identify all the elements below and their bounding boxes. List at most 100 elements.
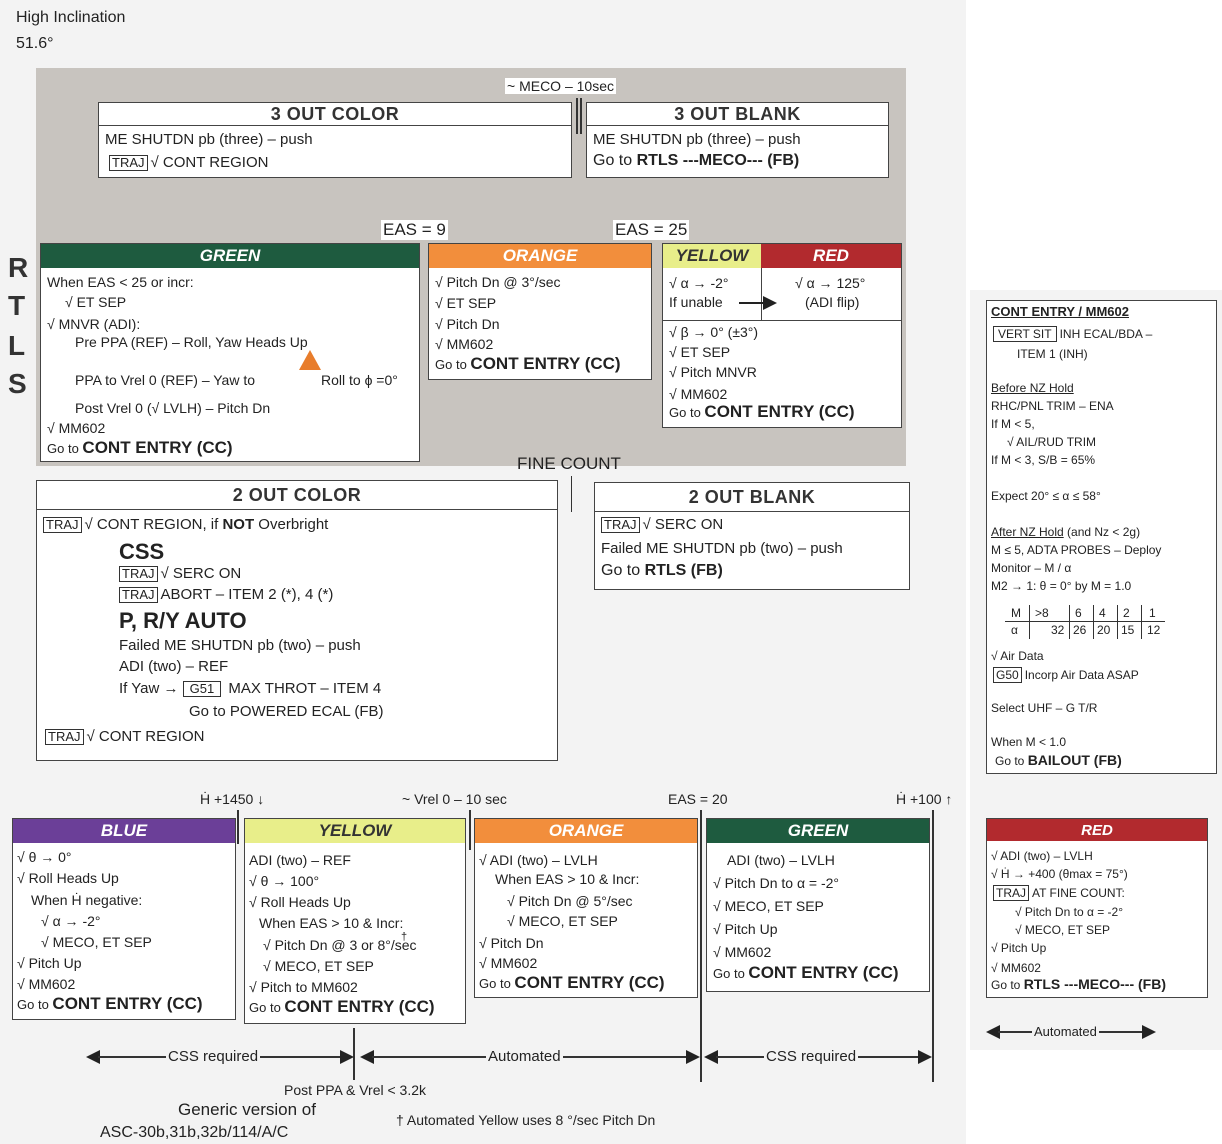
automated-right-arrowhead [686, 1050, 700, 1064]
yellow-bottom-line: √ Pitch to MM602 [249, 979, 358, 995]
table-vline [1069, 605, 1070, 639]
meco-divider [576, 98, 578, 134]
orange-top-goto: Go to CONT ENTRY (CC) [435, 354, 621, 373]
red-bottom-line7: √ MM602 [991, 961, 1041, 975]
yellow-red-line: √ β → 0° (±3°) [669, 324, 759, 340]
yellow-bottom-header: YELLOW [245, 819, 465, 843]
blue-line: √ MM602 [17, 976, 76, 992]
red-bottom-line4: √ Pitch Dn to α = -2° [1015, 905, 1124, 919]
two-out-color-failed: Failed ME SHUTDN pb (two) – push [119, 637, 361, 654]
dagger-footnote: † Automated Yellow uses 8 °/sec Pitch Dn [396, 1112, 656, 1128]
rtls-letter-r: R [8, 252, 29, 283]
three-out-blank-line2: Go to RTLS ---MECO--- (FB) [593, 152, 800, 169]
post-ppa-note: Post PPA & Vrel < 3.2k [284, 1082, 427, 1098]
yellow-top-line2: If unable [669, 294, 723, 310]
orange-bottom-goto: Go to CONT ENTRY (CC) [479, 973, 665, 992]
blue-line: √ MECO, ET SEP [41, 934, 152, 950]
red-top-line1: √ α → 125° [795, 275, 866, 291]
before-nz-heading: Before NZ Hold [991, 381, 1074, 395]
when-m1-line: When M < 1.0 [991, 735, 1067, 749]
yellow-top-line1: √ α → -2° [669, 275, 729, 291]
table-a-value: 32 [1051, 623, 1065, 637]
table-vline [1117, 605, 1118, 639]
two-out-color-title: 2 OUT COLOR [37, 481, 557, 510]
adta-line: M ≤ 5, ADTA PROBES – Deploy [991, 543, 1162, 557]
yellow-bottom-line: √ Pitch Dn @ 3 or 8°/sec [263, 937, 417, 953]
rtls-letter-s: S [8, 368, 27, 399]
green-top-line: √ MM602 [47, 420, 106, 436]
orange-bottom-line: √ MECO, ET SEP [507, 913, 618, 929]
yellow-bottom-line: When EAS > 10 & Incr: [259, 915, 404, 931]
table-a-label: α [1011, 623, 1018, 637]
green-top-line: Roll to ϕ =0° [321, 372, 398, 388]
two-out-color-cont: TRAJ√ CONT REGION [45, 729, 204, 745]
table-vline [1093, 605, 1094, 639]
table-m-label: M [1011, 606, 1021, 620]
green-bottom-box: GREEN ADI (two) – LVLH √ Pitch Dn to α =… [706, 818, 930, 992]
two-out-color-yaw: If Yaw → G51 MAX THROT – ITEM 4 [119, 680, 382, 697]
three-out-color-title: 3 OUT COLOR [99, 103, 571, 126]
hdot-100-label: Ḣ +100 ↑ [896, 791, 953, 807]
eas25-label: EAS = 25 [613, 220, 690, 240]
yellow-red-line: √ MM602 [669, 386, 728, 402]
green-bottom-line: √ Pitch Up [713, 921, 778, 937]
table-m-value: 4 [1099, 606, 1106, 620]
eas9-label: EAS = 9 [381, 220, 448, 240]
blue-line: √ Roll Heads Up [17, 870, 119, 886]
red-top-line2: (ADI flip) [805, 294, 860, 310]
table-a-value: 26 [1073, 623, 1087, 637]
rtls-letter-t: T [8, 290, 26, 321]
css-required-right-arrowhead [340, 1050, 354, 1064]
green-top-goto: Go to CONT ENTRY (CC) [47, 438, 233, 457]
m2-line: M2 → 1: θ = 0° by M = 1.0 [991, 579, 1132, 593]
css-required-2-right-arrowhead [918, 1050, 932, 1064]
timeline-divider [469, 810, 471, 850]
fine-count-label: FINE COUNT [517, 454, 621, 473]
table-m-value: 6 [1075, 606, 1082, 620]
eas20-label: EAS = 20 [668, 791, 728, 807]
rhc-line: RHC/PNL TRIM – ENA [991, 399, 1114, 413]
three-out-blank-box: 3 OUT BLANK ME SHUTDN pb (three) – push … [586, 102, 889, 178]
orange-top-box: ORANGE √ Pitch Dn @ 3°/sec √ ET SEP √ Pi… [428, 243, 652, 380]
orange-bottom-header: ORANGE [475, 819, 697, 843]
expect-line: Expect 20° ≤ α ≤ 58° [991, 489, 1101, 503]
green-top-box: GREEN When EAS < 25 or incr: √ ET SEP √ … [40, 243, 420, 462]
green-bottom-line: ADI (two) – LVLH [727, 852, 835, 868]
yellow-bottom-goto: Go to CONT ENTRY (CC) [249, 997, 435, 1016]
yellow-red-goto: Go to CONT ENTRY (CC) [669, 402, 855, 421]
header-inclination: 51.6° [16, 35, 54, 52]
air-data-line: √ Air Data [991, 649, 1044, 663]
yellow-red-divider [761, 268, 762, 320]
orange-top-line: √ ET SEP [435, 295, 497, 311]
hdot-1450-label: Ḣ +1450 ↓ [200, 791, 265, 807]
automated-left-arrowhead [360, 1050, 374, 1064]
table-vline [1029, 605, 1030, 639]
two-out-blank-box: 2 OUT BLANK TRAJ√ SERC ON Failed ME SHUT… [594, 482, 910, 590]
ppa-divider [353, 1028, 355, 1080]
unable-arrow-icon [763, 296, 777, 310]
bailout-goto: Go to BAILOUT (FB) [995, 752, 1122, 768]
cont-entry-title: CONT ENTRY / MM602 [991, 304, 1129, 319]
fine-count-divider [571, 476, 572, 512]
three-out-color-box: 3 OUT COLOR ME SHUTDN pb (three) – push … [98, 102, 572, 178]
orange-top-line: √ Pitch Dn [435, 316, 500, 332]
blue-line: √ α → -2° [41, 913, 101, 929]
uhf-line: Select UHF – G T/R [991, 701, 1098, 715]
orange-top-header: ORANGE [429, 244, 651, 268]
orange-bottom-line: √ ADI (two) – LVLH [479, 852, 598, 868]
yellow-bottom-line: √ MECO, ET SEP [263, 958, 374, 974]
three-out-blank-line1: ME SHUTDN pb (three) – push [593, 131, 801, 148]
traj-tag: TRAJ [109, 155, 148, 171]
red-bottom-line6: √ Pitch Up [991, 941, 1047, 955]
three-out-color-line2: TRAJ√ CONT REGION [109, 155, 268, 171]
blue-line: When Ḣ negative: [31, 892, 143, 908]
table-m-value: >8 [1035, 606, 1049, 620]
three-out-color-line1: ME SHUTDN pb (three) – push [105, 131, 313, 148]
three-out-blank-title: 3 OUT BLANK [587, 103, 888, 126]
yellow-bottom-dagger: † [401, 931, 408, 943]
orange-top-line: √ MM602 [435, 336, 494, 352]
red-bottom-line2: √ Ḣ → +400 (θmax = 75°) [991, 867, 1128, 881]
